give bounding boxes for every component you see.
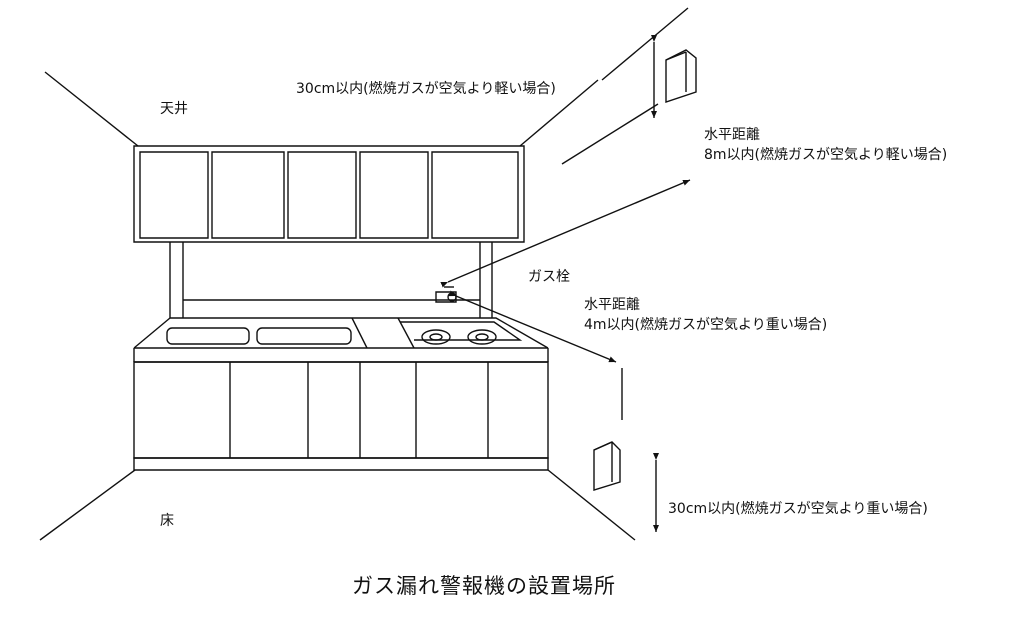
room-corner-top-left [45, 72, 138, 146]
lower-horizontal-detail: 4m以内(燃焼ガスが空気より重い場合) [584, 317, 828, 333]
upper-alarm [665, 49, 697, 103]
lower-horizontal-title: 水平距離 [584, 297, 640, 313]
gas-valve-label: ガス栓 [528, 269, 570, 285]
backsplash [170, 242, 492, 318]
diagram-caption: ガス漏れ警報機の設置場所 [352, 574, 616, 598]
upper-vertical-label: 30cm以内(燃焼ガスが空気より軽い場合) [296, 81, 556, 97]
lower-cabinets [134, 362, 548, 470]
room-corner-bottom-left [40, 470, 135, 540]
upper-cabinets [134, 146, 524, 242]
floor-label: 床 [160, 513, 174, 529]
lower-vertical-label: 30cm以内(燃焼ガスが空気より重い場合) [668, 501, 928, 517]
lower-alarm [593, 441, 621, 491]
ceiling-label: 天井 [160, 101, 188, 117]
room-corner-top-right [520, 80, 598, 146]
sink [167, 328, 351, 344]
gas-stove [400, 322, 520, 345]
upper-horizontal-title: 水平距離 [704, 127, 760, 143]
lower-horizontal-dimension [448, 290, 616, 362]
upper-horizontal-dimension [440, 180, 690, 288]
upper-horizontal-detail: 8m以内(燃焼ガスが空気より軽い場合) [704, 147, 948, 163]
upper-guide-line [562, 104, 658, 164]
room-corner-bottom-right [548, 470, 635, 540]
ceiling-wall-line [602, 8, 688, 80]
